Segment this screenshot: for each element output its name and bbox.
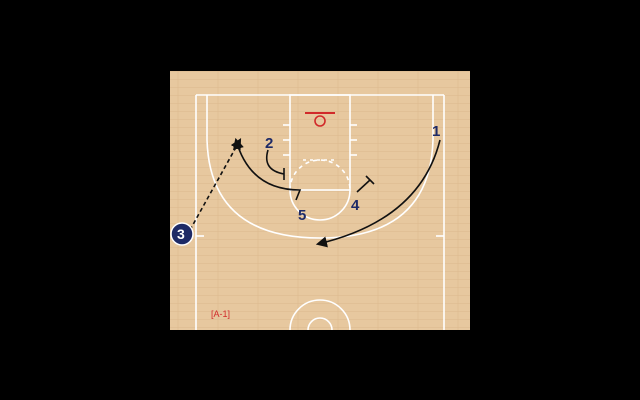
path-player-1	[315, 139, 441, 248]
player-4-label: 4	[351, 197, 360, 214]
diagram-tag: [A-1]	[211, 309, 230, 319]
court-lines	[195, 94, 445, 331]
center-circle-inner	[307, 317, 333, 331]
path-player-5	[233, 137, 302, 201]
player-3-label: 3	[177, 226, 185, 242]
paint	[289, 94, 351, 191]
screen-player-4	[365, 175, 375, 185]
path-player-2	[265, 149, 285, 175]
pass-player-3	[189, 138, 242, 231]
free-throw-circle-bottom	[289, 189, 351, 221]
player-1-label: 1	[432, 123, 440, 140]
free-throw-circle-top	[289, 159, 351, 191]
center-circle	[289, 299, 351, 331]
court-floor	[170, 71, 470, 330]
rim	[314, 115, 326, 127]
player-5-label: 5	[298, 207, 306, 224]
movement-paths	[189, 137, 441, 248]
player-3-token: 3	[170, 222, 194, 246]
player-2-label: 2	[265, 135, 273, 152]
